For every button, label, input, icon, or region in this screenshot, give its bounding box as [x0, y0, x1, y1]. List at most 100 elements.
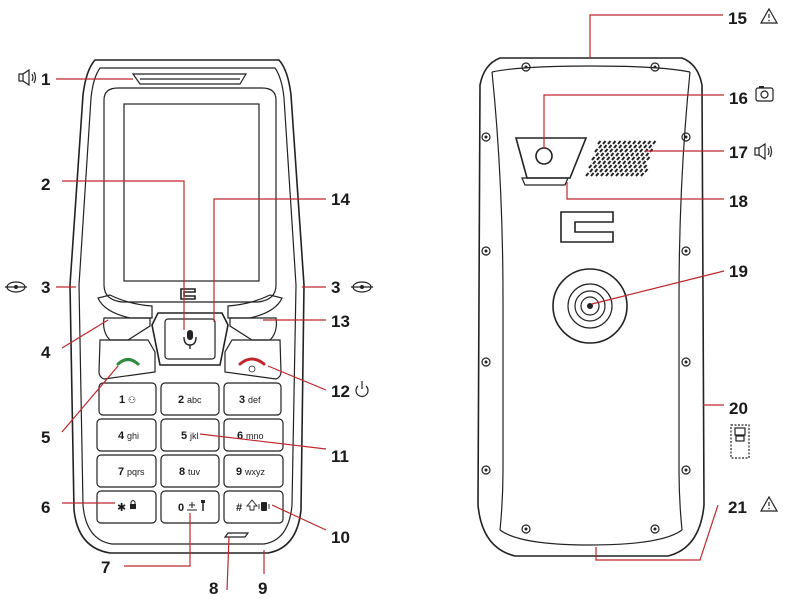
key-star[interactable]: [96, 490, 157, 524]
callout-5: 5: [41, 428, 50, 447]
left-soft-key[interactable]: [103, 317, 151, 341]
callout-6: 6: [41, 498, 50, 517]
grille-slot: [614, 148, 619, 153]
microphone-hole: [223, 532, 250, 538]
grille-slot: [629, 148, 634, 153]
grille-slot: [589, 168, 594, 173]
grille-slot: [614, 168, 619, 173]
grille-slot: [637, 140, 642, 145]
callout-line-5: [61, 365, 119, 433]
callout-line-11: [199, 433, 327, 450]
plus-space-icon: [187, 502, 197, 511]
key-4[interactable]: [96, 418, 157, 452]
callout-line-12: [267, 365, 327, 391]
grille-slot: [593, 164, 598, 169]
callout-line-21: [595, 504, 719, 561]
grille-slot: [603, 164, 608, 169]
grille-slot: [628, 164, 633, 169]
grille-slot: [638, 164, 643, 169]
connector-ring-middle: [574, 290, 606, 322]
callout-13: 13: [331, 312, 350, 331]
camera-lens: [535, 147, 553, 165]
grille-slot: [631, 156, 636, 161]
grille-slot: [599, 168, 604, 173]
callout-8: 8: [209, 579, 218, 598]
speaker-icon: [18, 68, 37, 87]
grille-slot: [607, 160, 612, 165]
callout-12: 12: [331, 382, 350, 401]
end-power-key[interactable]: [224, 339, 282, 380]
key-6-sub: mno: [246, 431, 264, 441]
grille-slot: [610, 152, 615, 157]
key-hash[interactable]: [223, 490, 284, 524]
grille-slot: [605, 152, 610, 157]
grille-slot: [626, 156, 631, 161]
grille-slot: [638, 144, 643, 149]
callout-3-right: 3: [331, 278, 340, 297]
grille-slot: [637, 160, 642, 165]
grille-slot: [625, 152, 630, 157]
grille-slot: [623, 164, 628, 169]
call-icon: [116, 358, 140, 366]
key-6[interactable]: [223, 418, 284, 452]
grille-slot: [617, 160, 622, 165]
grille-slot: [632, 160, 637, 165]
grille-slot: [619, 148, 624, 153]
earpiece: [131, 73, 248, 85]
grille-slot: [605, 172, 610, 177]
key-2-sub: abc: [187, 395, 202, 405]
grille-slot: [612, 160, 617, 165]
lanyard-icon: [351, 281, 373, 293]
key-8[interactable]: [160, 454, 220, 488]
power-icon: [355, 381, 369, 397]
grille-slot: [602, 160, 607, 165]
grille-slot: [608, 164, 613, 169]
speaker-icon: [754, 142, 773, 161]
grille-slot: [597, 140, 602, 145]
right-soft-key[interactable]: [229, 317, 277, 341]
key-power-icon: [248, 365, 256, 373]
key-9[interactable]: [223, 454, 284, 488]
ptt-button-frame: [151, 312, 229, 366]
callout-20: 20: [729, 399, 748, 418]
call-key[interactable]: [98, 339, 156, 380]
lock-icon: [130, 500, 136, 509]
grille-slot: [598, 144, 603, 149]
grille-slot: [639, 148, 644, 153]
callout-2: 2: [41, 175, 50, 194]
grille-slot: [615, 152, 620, 157]
connector-center: [587, 303, 593, 309]
keypad: [96, 382, 284, 524]
grille-slot: [630, 172, 635, 177]
grille-slot: [617, 140, 622, 145]
callout-line-15: [589, 14, 723, 58]
grille-slot: [622, 140, 627, 145]
key-7-sub: pqrs: [127, 467, 145, 477]
callout-line-16: [543, 94, 724, 149]
grille-slot: [627, 140, 632, 145]
key-3[interactable]: [223, 382, 282, 416]
callout-3-left: 3: [41, 278, 50, 297]
callout-line-14: [213, 198, 326, 322]
screen-bezel: [103, 87, 277, 303]
grille-slot: [604, 148, 609, 153]
key-5[interactable]: [160, 418, 220, 452]
callout-15: 15: [728, 9, 747, 28]
grille-slot: [609, 148, 614, 153]
grille-slot: [645, 152, 650, 157]
ptt-button[interactable]: [164, 318, 216, 360]
grille-slot: [611, 156, 616, 161]
key-7[interactable]: [96, 454, 157, 488]
callout-19: 19: [729, 262, 748, 281]
vibrate-icon: [258, 502, 270, 511]
grille-slot: [633, 144, 638, 149]
key-2[interactable]: [160, 382, 220, 416]
grille-slot: [639, 168, 644, 173]
key-1[interactable]: [98, 382, 157, 416]
key-9-digit: 9: [236, 466, 242, 478]
grille-slot: [615, 172, 620, 177]
callout-11: 11: [331, 447, 349, 466]
callout-16: 16: [729, 89, 748, 108]
grille-slot: [618, 144, 623, 149]
back-top-edge: [491, 65, 691, 73]
